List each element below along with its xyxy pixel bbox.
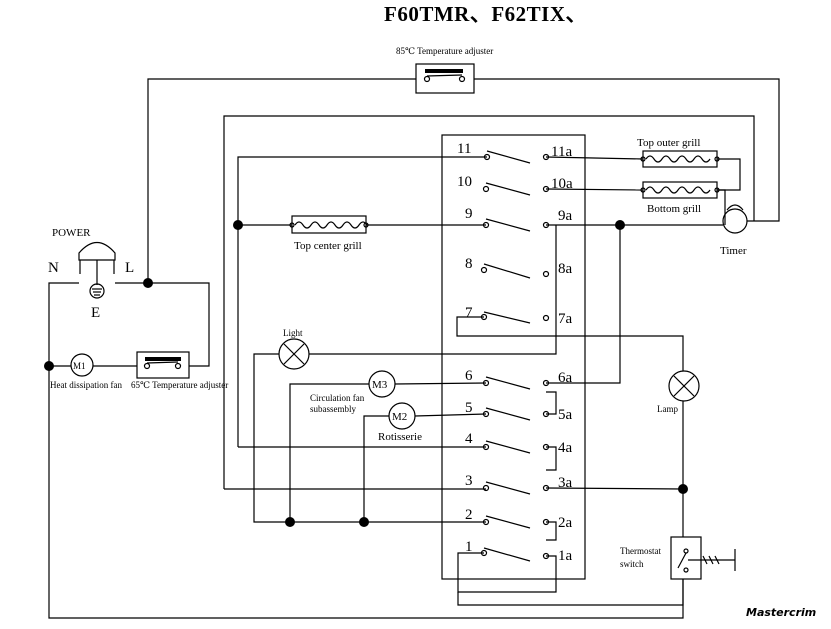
contact-label-4a: 4a (558, 440, 573, 456)
contact-label-6: 6 (465, 368, 473, 384)
contact-label-2a: 2a (558, 515, 573, 531)
contact-label-3a: 3a (558, 475, 573, 491)
timer-label: Timer (720, 245, 747, 257)
contact-label-7a: 7a (558, 311, 573, 327)
switch-contact-8: 8 8a (465, 256, 573, 279)
circ-label-2: subassembly (310, 404, 356, 414)
m3-label: M3 (372, 379, 388, 391)
contact-label-8: 8 (465, 256, 473, 272)
selector-switch-box (441, 134, 586, 580)
lamp: Lamp (657, 370, 700, 414)
temp65-label: 65℃ Temperature adjuster (131, 380, 228, 390)
temperature-adjuster-65: 65℃ Temperature adjuster (131, 351, 228, 390)
thermostat-label-2: switch (620, 559, 644, 569)
heat-dissipation-fan-m1: M1 Heat dissipation fan (50, 353, 122, 390)
circulation-fan-m3: M3 Circulation fan subassembly (310, 370, 396, 414)
wires (48, 78, 780, 619)
contact-label-4: 4 (465, 431, 473, 447)
fan-m1-label: Heat dissipation fan (50, 380, 122, 390)
rotisserie-label: Rotisserie (378, 431, 422, 443)
bottom-grill: Bottom grill (640, 181, 720, 215)
light-label: Light (283, 328, 303, 338)
switch-contact-6: 6 6a (465, 368, 573, 390)
contact-label-8a: 8a (558, 261, 573, 277)
switch-contact-4: 4 4a (465, 431, 573, 456)
contact-label-2: 2 (465, 507, 473, 523)
contact-label-5: 5 (465, 400, 473, 416)
contact-label-3: 3 (465, 473, 473, 489)
thermostat-switch: Thermostat switch (620, 536, 736, 580)
top-outer-grill: Top outer grill (637, 137, 720, 168)
junction-dots (44, 220, 688, 527)
switch-contact-10: 10 10a (457, 174, 573, 196)
temperature-adjuster-85: 85℃ Temperature adjuster (396, 46, 493, 94)
switch-contact-11: 11 11a (457, 141, 572, 164)
contact-label-11: 11 (457, 141, 471, 157)
contact-label-9: 9 (465, 206, 473, 222)
contact-label-10a: 10a (551, 176, 573, 192)
contact-label-10: 10 (457, 174, 472, 190)
timer: Timer (720, 204, 748, 257)
temp85-label: 85℃ Temperature adjuster (396, 46, 493, 56)
top-outer-label: Top outer grill (637, 137, 700, 149)
contact-label-6a: 6a (558, 370, 573, 386)
thermostat-label-1: Thermostat (620, 546, 661, 556)
contact-label-9a: 9a (558, 208, 573, 224)
bottom-grill-label: Bottom grill (647, 203, 701, 215)
e-label: E (91, 305, 100, 321)
top-center-grill: Top center grill (289, 215, 369, 252)
power-plug: POWER N L E (48, 227, 134, 321)
n-label: N (48, 260, 59, 276)
contact-label-11a: 11a (551, 144, 572, 160)
switch-contact-1: 1 1a (465, 539, 573, 564)
contact-label-1: 1 (465, 539, 473, 555)
top-center-label: Top center grill (294, 240, 362, 252)
contact-label-1a: 1a (558, 548, 573, 564)
rotisserie-motor-m2: M2 Rotisserie (378, 402, 422, 443)
m2-label: M2 (392, 411, 407, 423)
switch-contact-3: 3 3a (465, 473, 573, 495)
light-bulb: Light (278, 328, 310, 370)
m1-label: M1 (73, 361, 86, 371)
contact-label-7: 7 (465, 305, 473, 321)
circ-label-1: Circulation fan (310, 393, 365, 403)
power-label: POWER (52, 227, 91, 239)
watermark: Mastercrim (746, 606, 816, 619)
switch-contact-7: 7 7a (465, 305, 573, 327)
diagram-title: F60TMR、F62TIX、 (384, 2, 587, 26)
lamp-label: Lamp (657, 404, 678, 414)
contact-label-5a: 5a (558, 407, 573, 423)
l-label: L (125, 260, 134, 276)
